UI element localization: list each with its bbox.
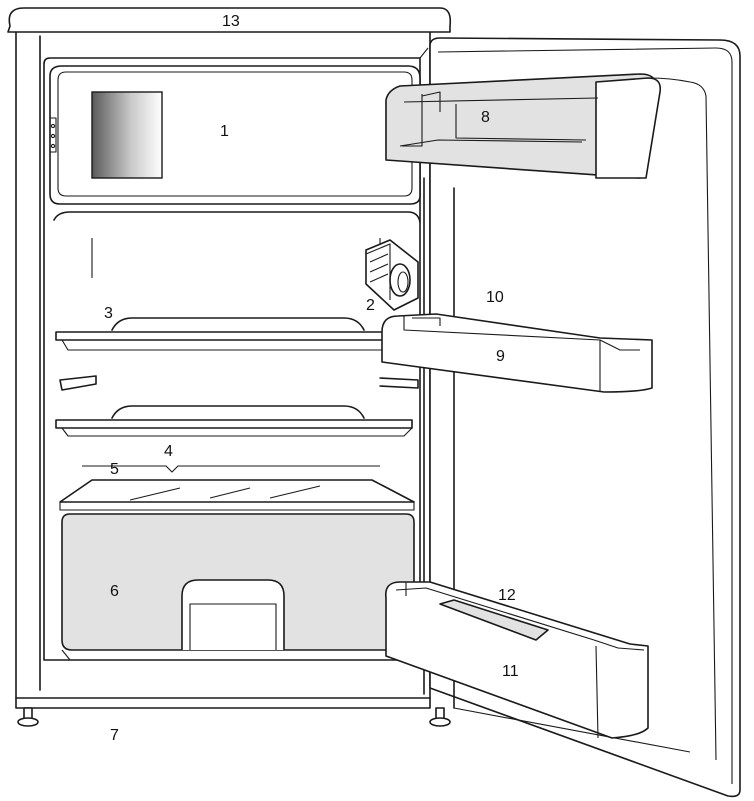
crisper-glass-cover bbox=[59, 479, 415, 511]
callout-6: 6 bbox=[110, 583, 119, 600]
freezer-lamp-panel bbox=[91, 91, 163, 179]
dairy-compartment bbox=[385, 73, 662, 179]
upper-glass-shelf bbox=[55, 317, 413, 351]
callout-10: 10 bbox=[486, 289, 504, 306]
lower-glass-shelf bbox=[55, 405, 413, 437]
freezer-compartment bbox=[49, 65, 421, 205]
callout-11: 11 bbox=[502, 663, 519, 680]
thermostat bbox=[365, 239, 419, 311]
callout-13: 13 bbox=[222, 13, 240, 30]
door-bottle-shelf bbox=[384, 581, 649, 739]
callout-8: 8 bbox=[481, 109, 490, 126]
crisper-drawer bbox=[61, 513, 415, 661]
callout-2: 2 bbox=[366, 297, 375, 314]
callout-labels: 1 2 3 4 5 6 7 8 9 10 11 12 13 bbox=[104, 13, 519, 744]
callout-9: 9 bbox=[496, 348, 505, 365]
interior bbox=[43, 47, 429, 661]
callout-7: 7 bbox=[110, 727, 119, 744]
callout-5: 5 bbox=[110, 461, 119, 478]
callout-4: 4 bbox=[164, 443, 173, 460]
door-shelf-middle bbox=[381, 313, 653, 393]
callout-3: 3 bbox=[104, 305, 113, 322]
worktop bbox=[7, 7, 452, 33]
callout-12: 12 bbox=[498, 587, 516, 604]
adjustable-feet bbox=[17, 707, 451, 727]
fridge-interior-top bbox=[53, 211, 421, 223]
drawer-cover-support bbox=[82, 465, 380, 473]
callout-1: 1 bbox=[220, 123, 229, 140]
